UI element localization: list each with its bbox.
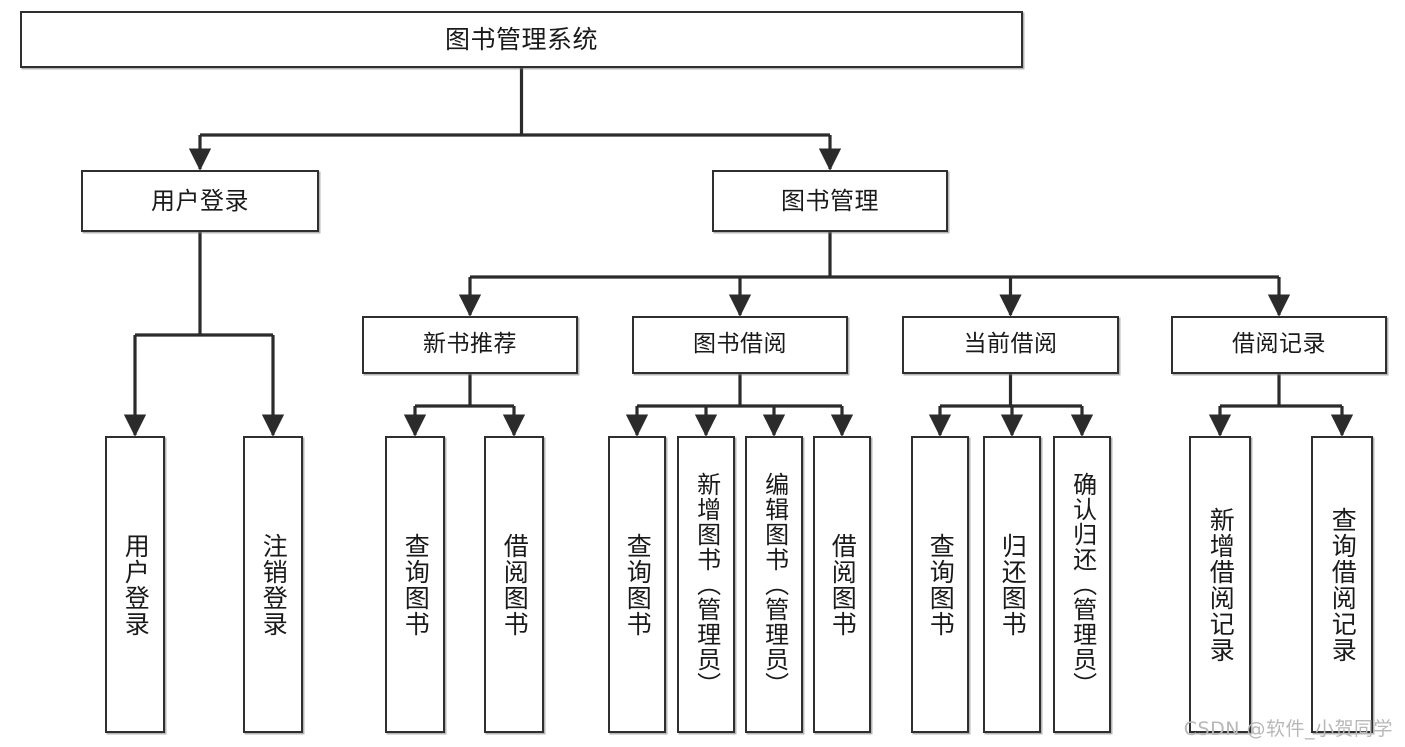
node-label: 用户登录 bbox=[121, 532, 151, 637]
watermark-text: CSDN @软件_小贺同学 bbox=[1183, 718, 1393, 740]
node-label: 编辑图书（管理员） bbox=[760, 472, 789, 697]
node-leaf-confirm-return[interactable]: 确认归还（管理员） bbox=[1053, 436, 1111, 733]
node-new-book-rec[interactable]: 新书推荐 bbox=[362, 316, 578, 374]
node-leaf-borrow-book[interactable]: 借阅图书 bbox=[813, 436, 871, 733]
node-label: 图书管理系统 bbox=[444, 24, 598, 54]
node-label: 查询图书 bbox=[401, 532, 431, 637]
node-current-borrow[interactable]: 当前借阅 bbox=[902, 316, 1119, 374]
node-label: 图书管理 bbox=[781, 186, 879, 215]
node-leaf-borrow-book-rec[interactable]: 借阅图书 bbox=[484, 436, 544, 733]
node-book-borrow[interactable]: 图书借阅 bbox=[632, 316, 848, 374]
node-borrow-record[interactable]: 借阅记录 bbox=[1171, 316, 1387, 374]
node-label: 用户登录 bbox=[151, 186, 249, 215]
node-leaf-add-book[interactable]: 新增图书（管理员） bbox=[677, 436, 735, 733]
node-leaf-query-book-borrow[interactable]: 查询图书 bbox=[608, 436, 666, 733]
node-label: 借阅图书 bbox=[500, 532, 530, 637]
node-label: 注销登录 bbox=[259, 532, 289, 637]
node-label: 查询图书 bbox=[926, 532, 956, 637]
node-root[interactable]: 图书管理系统 bbox=[20, 11, 1023, 68]
node-book-manage[interactable]: 图书管理 bbox=[712, 170, 948, 232]
node-leaf-edit-book[interactable]: 编辑图书（管理员） bbox=[745, 436, 803, 733]
node-label: 新增借阅记录 bbox=[1206, 506, 1236, 663]
node-leaf-add-record[interactable]: 新增借阅记录 bbox=[1189, 436, 1251, 733]
node-leaf-query-book-cur[interactable]: 查询图书 bbox=[911, 436, 969, 733]
node-label: 借阅图书 bbox=[828, 532, 858, 637]
node-leaf-user-login[interactable]: 用户登录 bbox=[105, 436, 165, 733]
node-label: 归还图书 bbox=[998, 532, 1028, 637]
node-leaf-query-book-rec[interactable]: 查询图书 bbox=[385, 436, 445, 733]
node-label: 借阅记录 bbox=[1232, 331, 1326, 358]
node-leaf-query-record[interactable]: 查询借阅记录 bbox=[1311, 436, 1373, 733]
node-label: 图书借阅 bbox=[693, 331, 787, 358]
node-label: 当前借阅 bbox=[963, 331, 1058, 358]
node-label: 查询图书 bbox=[623, 532, 653, 637]
node-label: 新增图书（管理员） bbox=[692, 472, 721, 697]
node-leaf-logout[interactable]: 注销登录 bbox=[243, 436, 303, 733]
node-leaf-return-book[interactable]: 归还图书 bbox=[983, 436, 1041, 733]
node-user-login[interactable]: 用户登录 bbox=[81, 170, 319, 232]
node-label: 新书推荐 bbox=[423, 331, 517, 358]
node-label: 确认归还（管理员） bbox=[1068, 472, 1097, 697]
node-label: 查询借阅记录 bbox=[1328, 506, 1358, 663]
